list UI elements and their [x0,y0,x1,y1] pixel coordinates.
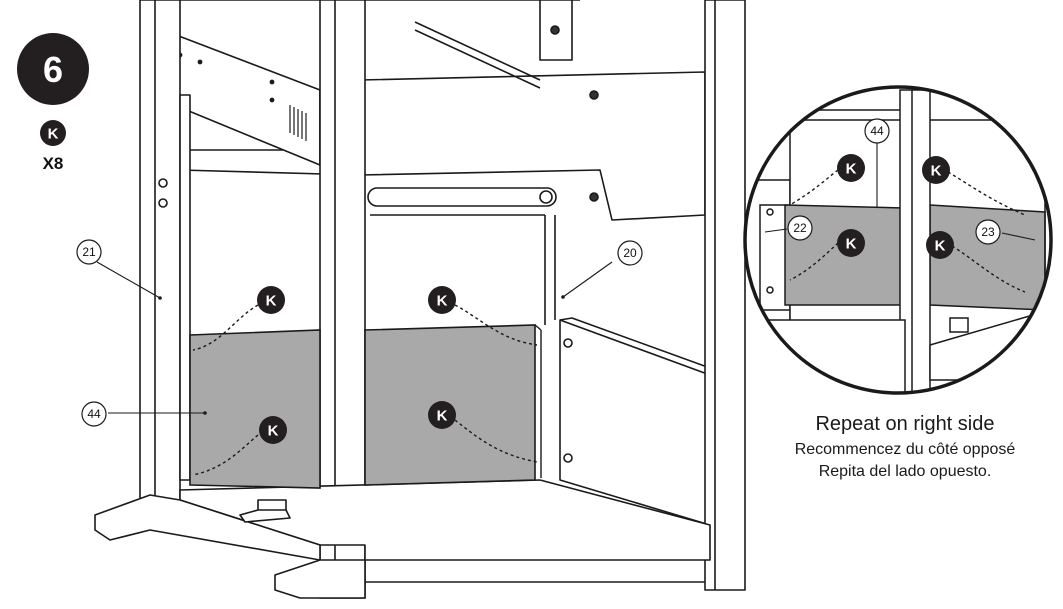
fastener-k-3: K [259,416,287,444]
hardware-badge: K [40,120,66,146]
svg-text:44: 44 [87,407,101,421]
cabinet-frame [94,0,746,599]
fastener-k-1: K [257,286,285,314]
svg-text:K: K [846,161,857,178]
hardware-letter: K [48,126,59,143]
callout-22: 22 [787,215,813,241]
callout-21: 21 [76,239,102,265]
fastener-k-detail-2: K [837,229,865,257]
svg-text:44: 44 [870,124,884,138]
caption-english: Repeat on right side [815,413,995,435]
step-number: 6 [43,49,63,90]
fastener-k-detail-3: K [922,156,950,184]
fastener-k-detail-1: K [837,154,865,182]
callout-44: 44 [81,401,107,427]
svg-text:K: K [935,238,946,255]
svg-text:21: 21 [82,245,96,259]
svg-text:23: 23 [981,225,995,239]
caption-spanish: Repita del lado opuesto. [818,463,992,480]
svg-text:22: 22 [793,221,807,235]
svg-text:K: K [266,293,277,310]
svg-text:K: K [437,293,448,310]
svg-text:20: 20 [623,246,637,260]
svg-text:K: K [846,236,857,253]
svg-text:K: K [268,423,279,440]
hardware-quantity: X8 [43,154,64,173]
fastener-k-detail-4: K [926,231,954,259]
caption-french: Recommencez du côté opposé [794,441,1016,458]
svg-text:K: K [931,163,942,180]
callout-20: 20 [617,240,643,266]
detail-zoom: 44 22 23 K K K K [743,85,1053,395]
bottom-panel-right [364,324,542,486]
fastener-k-4: K [428,401,456,429]
svg-text:K: K [437,408,448,425]
callout-23: 23 [975,219,1001,245]
step-badge: 6 [17,33,89,105]
bottom-panel-left [189,329,321,489]
fastener-k-2: K [428,286,456,314]
callout-44-detail: 44 [864,118,890,144]
